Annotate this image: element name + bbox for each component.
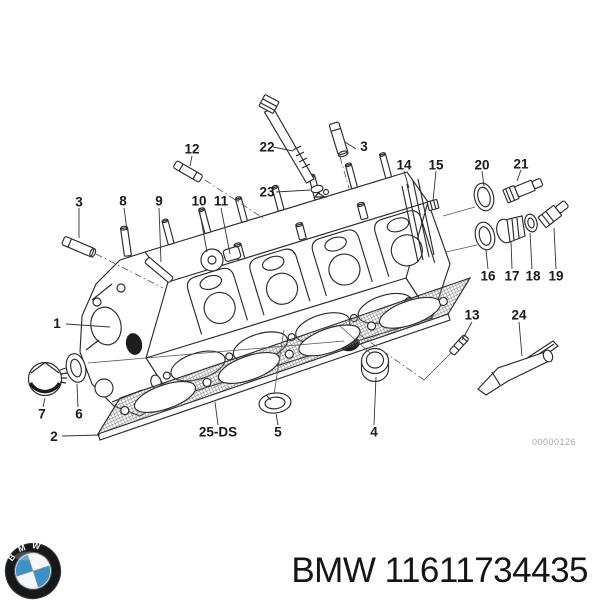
cam-bearing-detail [200, 246, 242, 272]
timing-case-detail [85, 283, 162, 403]
part-label-16: 16 [480, 269, 496, 284]
part-8-stud [120, 225, 132, 257]
part-label-23: 23 [259, 185, 275, 200]
part-label-11: 11 [214, 194, 229, 209]
part-label-6: 6 [75, 407, 83, 422]
part-13-stud [449, 334, 469, 356]
part-18-washer [524, 213, 538, 233]
watermark: 00000126 [532, 437, 576, 447]
part-label-20: 20 [474, 158, 489, 173]
part-3-valve-guide-top [328, 121, 349, 158]
part-labels: 1 2 3 3 4 5 6 7 8 9 10 11 12 13 14 15 16… [38, 139, 563, 444]
parts-diagram: 1 2 3 3 4 5 6 7 8 9 10 11 12 13 14 15 16… [27, 94, 576, 447]
front-face-ports [186, 210, 436, 335]
part-label-1: 1 [53, 316, 61, 331]
part-24-sealant-tube [477, 340, 559, 396]
part-6-sealing-ring [65, 353, 87, 383]
part-label-3-top: 3 [360, 139, 368, 154]
part-label-12: 12 [184, 142, 199, 157]
part-label-10: 10 [191, 194, 206, 209]
part-label-25-ds: 25-DS [199, 425, 237, 440]
part-label-24: 24 [511, 308, 527, 323]
part-15-nut [426, 199, 440, 211]
part-label-3-left: 3 [75, 195, 83, 210]
part-23-keeper [310, 184, 330, 198]
part-3-valve-guide-left [61, 236, 97, 258]
part-label-5: 5 [274, 425, 282, 440]
part-label-9: 9 [155, 194, 163, 209]
part-label-15: 15 [428, 158, 444, 173]
part-label-14: 14 [396, 158, 412, 173]
part-label-2: 2 [50, 429, 58, 444]
part-label-13: 13 [464, 308, 480, 323]
part-label-17: 17 [504, 269, 519, 284]
part-label-19: 19 [548, 269, 563, 284]
part-22-head-bolt [258, 94, 315, 184]
part-number: BMW 11611734435 [291, 551, 588, 590]
part-9-stud [144, 257, 174, 283]
part-20-oring [473, 182, 495, 212]
part-5-seal-ring [258, 392, 292, 414]
part-14-studs [401, 178, 435, 263]
bmw-logo: BMW [4, 542, 62, 600]
bmw-roundel: BMW [4, 542, 62, 600]
part-21-sensor [502, 178, 544, 204]
part-label-8: 8 [119, 194, 127, 209]
part-label-4: 4 [370, 425, 378, 440]
leader-lines [42, 141, 557, 437]
part-label-7: 7 [38, 407, 46, 422]
part-label-21: 21 [513, 157, 529, 172]
loose-parts [27, 94, 569, 414]
head-gasket-25ds [96, 276, 472, 441]
part-12-stud [173, 160, 203, 183]
part-16-sealing-ring [474, 221, 496, 251]
part-7-screw-plug [27, 361, 68, 397]
part-19-sensor [537, 200, 569, 228]
part-4-sleeve-seal [360, 347, 390, 383]
part-label-18: 18 [525, 269, 541, 284]
part-label-22: 22 [259, 140, 274, 155]
part-17-screw-plug [496, 215, 526, 244]
